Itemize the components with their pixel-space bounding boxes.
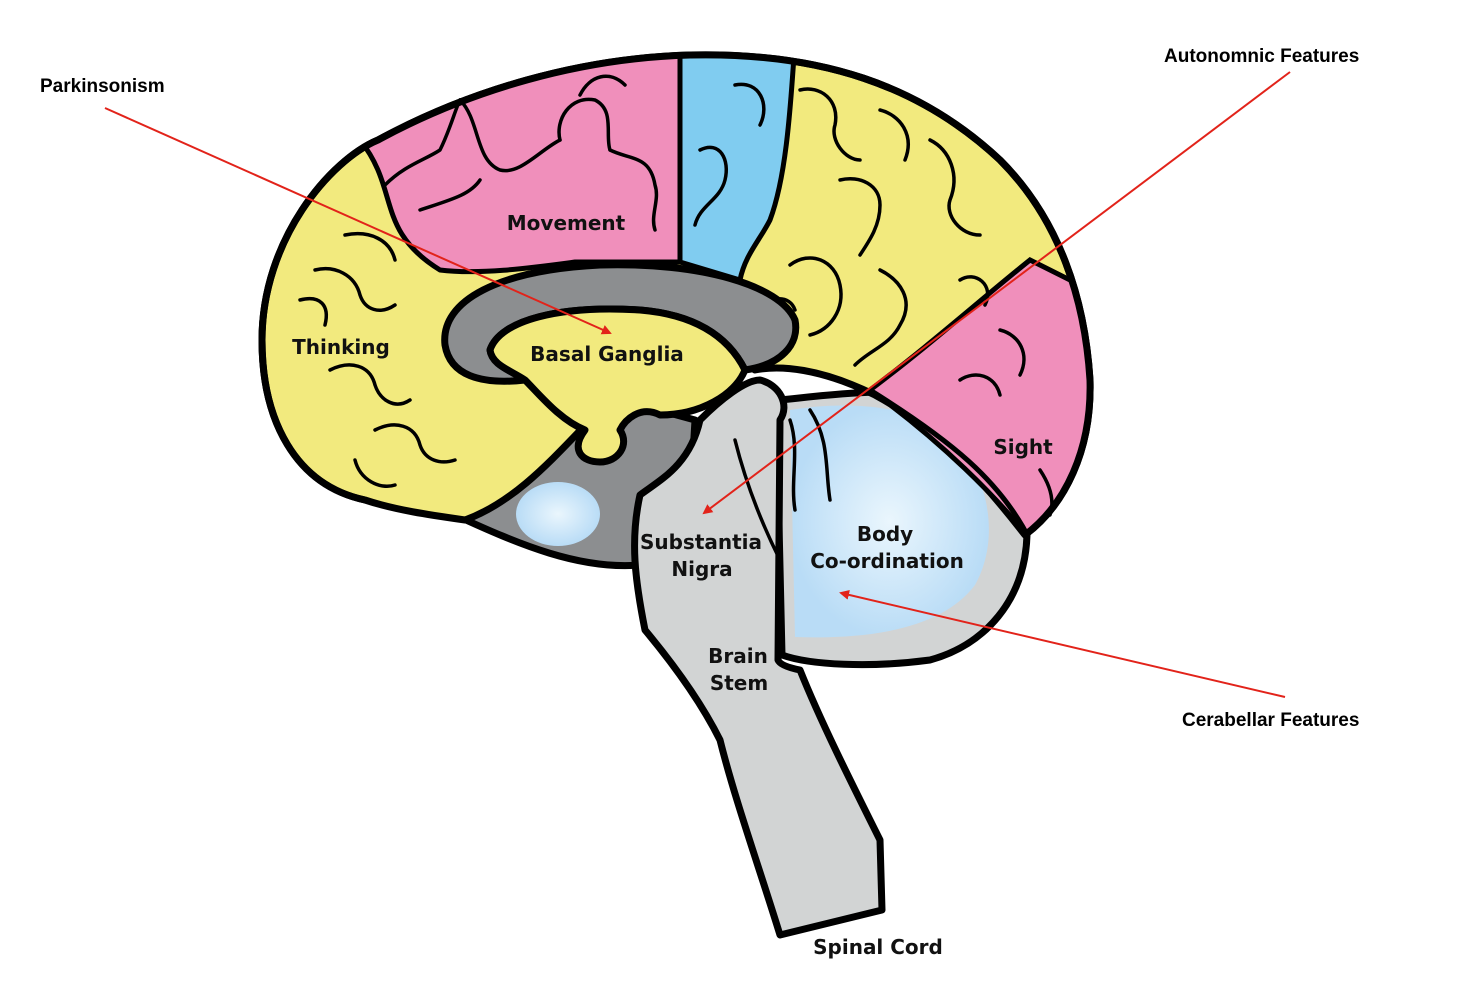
basal-ganglia-region (486, 305, 749, 466)
movement-region (357, 54, 683, 275)
label-brain: Brain (708, 644, 768, 668)
sight-cerebellum-border (868, 387, 1033, 542)
cerebrum-outline-stroke (258, 51, 1094, 538)
highlight-spot (516, 482, 600, 546)
label-body: Body (857, 522, 913, 546)
label-nigra: Nigra (671, 557, 732, 581)
brain-stem-inner-line (733, 438, 782, 562)
label-thinking: Thinking (292, 335, 390, 359)
sensory-strip-region (677, 54, 798, 284)
label-spinal-cord: Spinal Cord (813, 935, 943, 959)
label-sight: Sight (993, 435, 1053, 459)
label-stem: Stem (710, 671, 768, 695)
callout-cerebellar: Cerabellar Features (1182, 710, 1359, 731)
label-substantia: Substantia (640, 530, 762, 554)
arrow-cerebellar (839, 589, 1286, 698)
cerebellum-inner (790, 405, 989, 638)
label-basal-ganglia: Basal Ganglia (530, 342, 684, 366)
callout-autonomic: Autonomnic Features (1164, 46, 1359, 67)
label-coordination: Co-ordination (810, 549, 964, 573)
callout-parkinsonism: Parkinsonism (40, 76, 165, 97)
arrow-autonomic (702, 71, 1291, 515)
label-movement: Movement (507, 211, 626, 235)
arrow-parkinsonism (104, 107, 612, 335)
brain-stem-region (631, 376, 886, 939)
brain-folds (298, 74, 1054, 517)
